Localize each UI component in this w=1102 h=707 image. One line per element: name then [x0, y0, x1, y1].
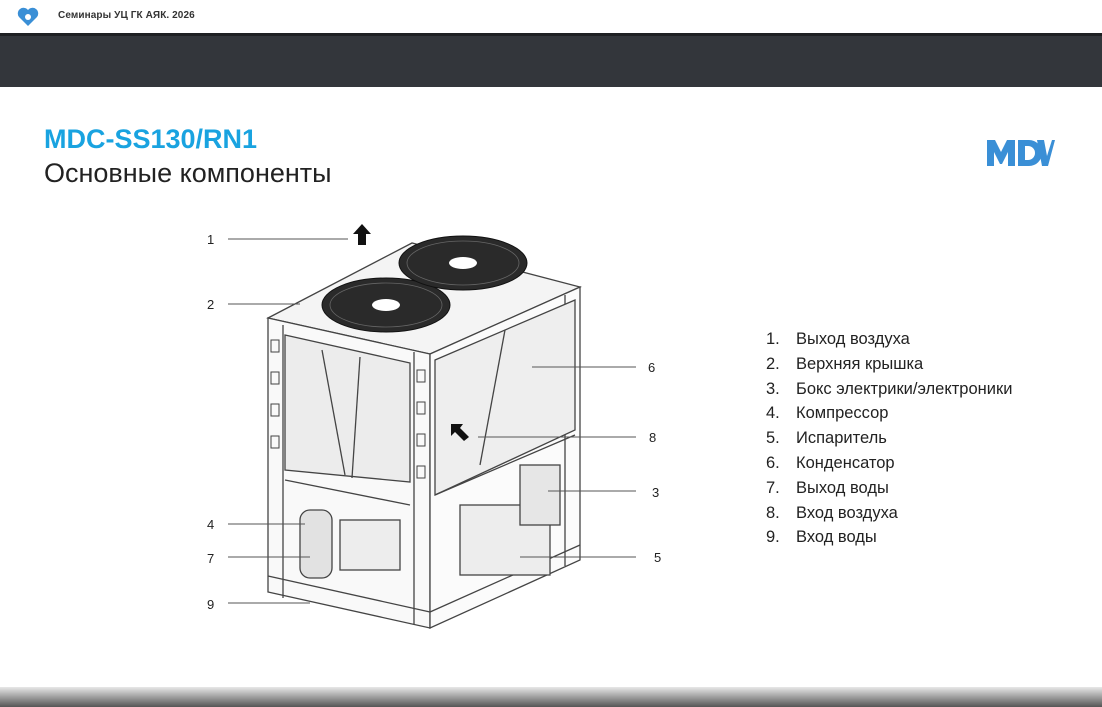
callout-2: 2 — [207, 297, 215, 312]
toolbar-strip — [0, 33, 1102, 87]
list-item: 2.Верхняя крышка — [766, 354, 924, 373]
callout-1: 1 — [207, 232, 215, 247]
chiller-unit-diagram — [228, 224, 636, 630]
arrow-up-icon — [353, 224, 371, 245]
bottom-shadow — [0, 687, 1102, 707]
slide-subtitle: Основные компоненты — [44, 158, 332, 188]
callout-4: 4 — [207, 517, 215, 532]
fan-icon — [398, 235, 528, 291]
list-item: 8.Вход воздуха — [766, 503, 898, 522]
arrow-diagonal-icon — [451, 424, 469, 441]
callout-5: 5 — [654, 550, 662, 565]
list-item: 7.Выход воды — [766, 478, 889, 497]
list-item: 3.Бокс электрики/электроники — [766, 379, 1013, 398]
callout-3: 3 — [652, 485, 660, 500]
callout-8: 8 — [649, 430, 657, 445]
mdv-logo — [987, 140, 1055, 166]
callout-6: 6 — [648, 360, 656, 375]
window-title: Семинары УЦ ГК АЯК. 2026 — [58, 10, 195, 21]
callout-9: 9 — [207, 597, 215, 612]
components-list: 1.Выход воздуха 2.Верхняя крышка 3.Бокс … — [766, 327, 1012, 550]
callout-7: 7 — [207, 551, 215, 566]
app-header: Семинары УЦ ГК АЯК. 2026 — [0, 0, 1102, 34]
list-item: 9.Вход воды — [766, 528, 877, 547]
list-item: 5.Испаритель — [766, 429, 887, 448]
list-item: 1.Выход воздуха — [766, 330, 910, 348]
list-item: 6.Конденсатор — [766, 453, 895, 472]
list-item: 4.Компрессор — [766, 404, 889, 423]
fan-icon — [321, 277, 451, 333]
heart-logo-icon — [17, 7, 39, 26]
model-title: MDC-SS130/RN1 — [44, 124, 258, 154]
